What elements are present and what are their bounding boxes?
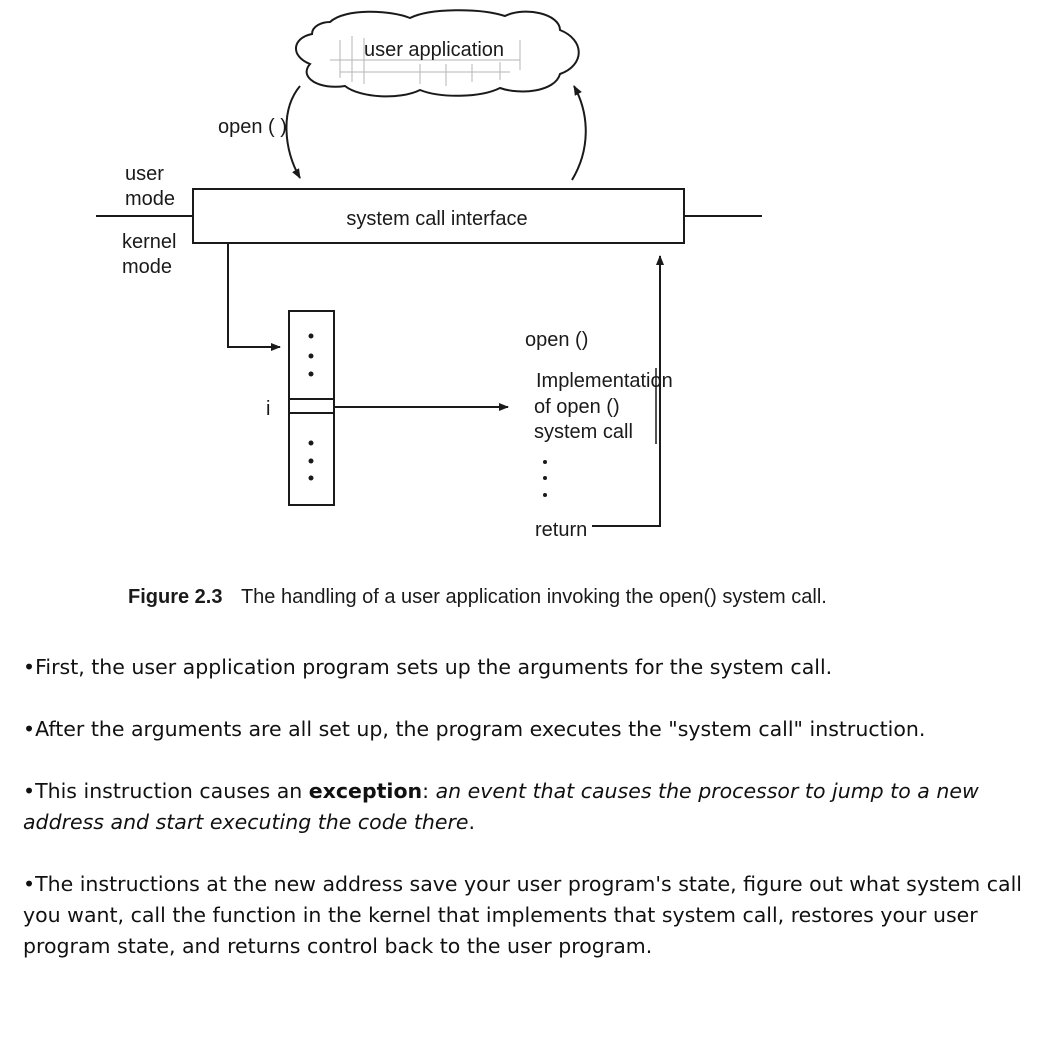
dispatch-arrow bbox=[227, 243, 281, 351]
bullet-2: •After the arguments are all set up, the… bbox=[23, 717, 926, 741]
caption-number: Figure 2.3 bbox=[128, 586, 222, 608]
kernel-mode-label-line1: kernel bbox=[122, 231, 176, 253]
bullet-4: •The instructions at the new address sav… bbox=[23, 872, 1023, 958]
cloud-label: user application bbox=[364, 39, 504, 61]
impl-line-1: Implementation bbox=[536, 370, 673, 392]
kernel-mode-label-line2: mode bbox=[122, 256, 172, 278]
return-to-user-arrow bbox=[571, 85, 587, 181]
user-application-cloud: user application bbox=[295, 9, 580, 98]
impl-dots bbox=[543, 460, 547, 497]
open-call-label: open ( ) bbox=[218, 116, 287, 138]
bullet-3-prefix: •This instruction causes an bbox=[23, 779, 309, 803]
bullet-1: •First, the user application program set… bbox=[23, 655, 833, 679]
system-call-table bbox=[288, 310, 335, 506]
user-mode-label-line1: user bbox=[125, 163, 164, 185]
bullet-3-italic: an event that causes the processor to ju… bbox=[23, 779, 979, 834]
caption-text: The handling of a user application invok… bbox=[241, 586, 827, 608]
impl-line-3: system call bbox=[534, 421, 633, 443]
impl-line-2: of open () bbox=[534, 396, 620, 418]
open-call-arrow bbox=[285, 85, 301, 179]
table-index-label: i bbox=[266, 398, 270, 420]
system-call-interface-box bbox=[192, 188, 685, 244]
bullet-3: •This instruction causes an exception: a… bbox=[23, 776, 1043, 838]
table-dots-bottom bbox=[308, 440, 314, 481]
interface-label: system call interface bbox=[346, 208, 527, 230]
table-dots-top bbox=[308, 333, 314, 377]
figure-caption: Figure 2.3 The handling of a user applic… bbox=[128, 586, 827, 608]
system-call-diagram: user application open ( ) user mode kern… bbox=[96, 9, 827, 608]
user-mode-label-line2: mode bbox=[125, 188, 175, 210]
bullet-3-sep: : bbox=[422, 779, 436, 803]
return-label: return bbox=[535, 519, 587, 541]
bullet-3-suffix: . bbox=[468, 810, 476, 834]
bullet-list: •First, the user application program set… bbox=[23, 652, 1043, 993]
bullet-3-bold: exception bbox=[308, 779, 423, 803]
return-arrow bbox=[592, 255, 664, 527]
impl-open-label: open () bbox=[525, 329, 588, 351]
